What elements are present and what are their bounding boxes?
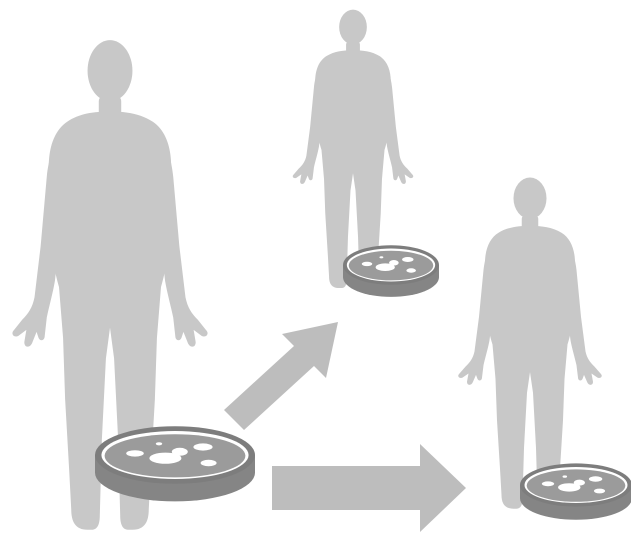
petri-dish-source (95, 426, 255, 501)
arrow-icon-upper (224, 322, 338, 430)
petri-dish-recipient-lower (520, 463, 631, 519)
arrow-icon-lower (272, 444, 466, 532)
human-silhouette-recipient-lower (458, 178, 601, 509)
petri-dish-recipient-upper (343, 245, 439, 297)
